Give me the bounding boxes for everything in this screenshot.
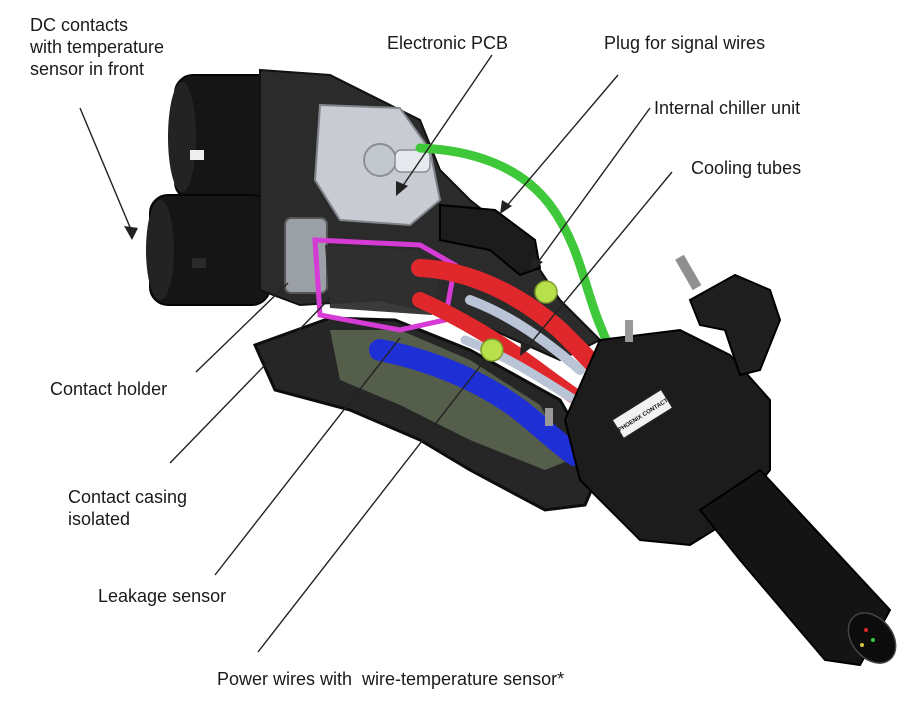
leader-power-wires [257, 359, 486, 653]
sensor-dot-2 [480, 338, 504, 362]
sensor-dot-1 [534, 280, 558, 304]
power-wire-blue [369, 339, 586, 466]
leader-contact-casing [169, 297, 331, 464]
label-dc-contacts: DC contacts with temperature sensor in f… [30, 14, 164, 80]
cooling-tube-2 [460, 335, 580, 405]
label-plug-signal-wires: Plug for signal wires [604, 33, 766, 53]
label-contact-casing: Contact casing isolated [68, 486, 187, 530]
handle-latch [688, 273, 782, 377]
dc-contact-sockets [146, 74, 286, 306]
label-dc-contacts-line-3: sensor in front [30, 59, 145, 79]
signal-plug [439, 203, 542, 277]
leader-arrowheads [124, 181, 543, 356]
label-contact-casing-line-1: Contact casing [68, 487, 188, 507]
casing-interior [330, 330, 570, 470]
label-dc-contacts-line-1: DC contacts [30, 15, 129, 35]
leader-contact-holder [195, 282, 289, 373]
leader-internal-chiller [535, 107, 651, 266]
leader-leakage-sensor [214, 337, 401, 576]
label-contact-casing-line-2: isolated [68, 509, 131, 529]
leader-lines [79, 54, 673, 653]
label-electronic-pcb: Electronic PCB [387, 33, 509, 53]
cooling-tube-1 [465, 295, 585, 375]
leader-electronic-pcb [399, 54, 493, 191]
label-dc-contacts-line-2: with temperature [30, 37, 165, 57]
label-contact-holder: Contact holder [50, 379, 168, 399]
leader-dc-contacts [79, 107, 133, 233]
label-leakage-sensor: Leakage sensor [98, 586, 227, 606]
cable-exit [698, 468, 892, 667]
contact-holder-block [284, 217, 328, 294]
leader-cooling-tubes [524, 171, 673, 351]
label-power-wires: Power wires with wire-temperature sensor… [217, 669, 565, 689]
label-cooling-tubes: Cooling tubes [691, 158, 802, 178]
label-internal-chiller: Internal chiller unit [654, 98, 801, 118]
leader-plug-signal [504, 74, 619, 209]
